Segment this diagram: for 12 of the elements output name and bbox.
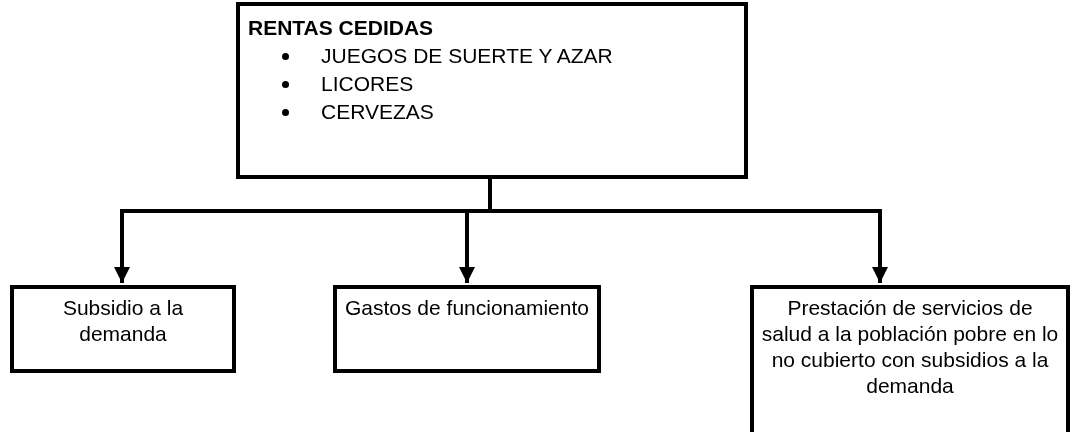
box-heading: RENTAS CEDIDAS <box>248 16 434 40</box>
arrow <box>488 179 888 283</box>
list-box <box>236 2 748 179</box>
box-text: Prestación de servicios de salud a la población pobre en lo no cubierto con subsidios a la demanda <box>760 295 1060 399</box>
box-text: Gastos de funcionamiento <box>345 295 589 321</box>
list-item: JUEGOS DE SUERTE Y AZAR <box>321 44 613 68</box>
list-item: LICORES <box>321 72 414 96</box>
process-box <box>333 285 601 373</box>
box-text: Subsidio a la demanda <box>61 295 185 347</box>
list-item: CERVEZAS <box>321 100 434 124</box>
process-box <box>10 285 236 373</box>
process-box <box>750 285 1070 432</box>
